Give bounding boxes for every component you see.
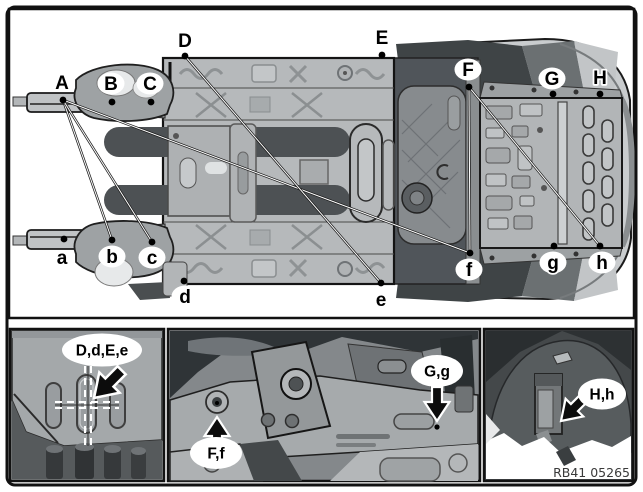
measuring-point-f-dot	[466, 249, 474, 257]
measuring-point-d-dot	[180, 277, 188, 285]
measuring-point-G-dot	[549, 90, 557, 98]
main-panel: A B C D E F G H a b c d e f g h	[7, 7, 636, 320]
point-label-oval-B	[97, 72, 125, 95]
point-label-g: g	[547, 253, 559, 274]
point-label-E: E	[376, 28, 389, 49]
point-label-oval-c	[138, 246, 166, 269]
measuring-point-g-dot	[550, 242, 558, 250]
measuring-point-a-dot	[60, 235, 68, 243]
measuring-point-c-dot	[148, 238, 156, 246]
car-underbody-illustration	[12, 37, 636, 302]
callout-oval-Gg	[411, 355, 463, 387]
point-label-oval-C	[136, 72, 164, 95]
measuring-point-Gg-dot	[434, 424, 440, 430]
point-label-b: b	[106, 247, 118, 268]
measuring-point-B-dot	[108, 98, 116, 106]
point-label-d: d	[179, 287, 191, 308]
point-label-oval-d	[171, 285, 199, 308]
measuring-point-E-dot	[378, 51, 386, 59]
measuring-point-b-dot	[108, 236, 116, 244]
measuring-point-h-dot	[596, 242, 604, 250]
point-label-e: e	[376, 290, 387, 311]
detail-right-art	[486, 331, 632, 479]
measurement-line-A-b-core	[62, 99, 113, 241]
point-label-F: F	[462, 60, 474, 81]
measuring-point-Ff-dot	[215, 401, 219, 405]
reference-code: RB41 05265	[553, 465, 630, 480]
measurement-line-A-c-core	[62, 99, 153, 243]
point-label-oval-f	[455, 258, 483, 281]
measurement-line-A-f-core	[62, 99, 471, 254]
point-label-c: c	[147, 248, 158, 269]
callout-label-Ff: F,f	[207, 446, 225, 463]
measuring-point-H-dot	[596, 90, 604, 98]
point-label-B: B	[104, 74, 118, 95]
point-label-oval-G	[538, 67, 566, 90]
measurement-line-D-e-core	[184, 55, 382, 284]
measuring-point-A-dot	[59, 96, 67, 104]
measuring-points	[59, 51, 604, 287]
measurement-lines	[61, 55, 601, 284]
point-label-oval-h	[588, 251, 616, 274]
measuring-point-e-dot	[377, 279, 385, 287]
detail-panel-left: D,d,E,e	[8, 327, 166, 483]
point-label-oval-b	[98, 245, 126, 268]
point-label-ovals	[97, 58, 616, 311]
callout-oval-Hh	[578, 378, 626, 410]
measuring-point-C-dot	[147, 98, 155, 106]
measuring-point-F-dot	[465, 83, 473, 91]
callout-oval-DdEe	[62, 333, 142, 367]
measuring-hole-crosshair	[55, 366, 119, 446]
point-label-oval-g	[539, 251, 567, 274]
point-label-D: D	[178, 31, 192, 52]
callout-label-Hh: H,h	[590, 387, 615, 404]
callout-label-Gg: G,g	[424, 364, 450, 381]
point-label-A: A	[55, 73, 69, 94]
arrow-down-left-icon	[92, 364, 128, 400]
point-label-oval-e	[367, 288, 395, 311]
detail-panel-middle: F,f G,g	[166, 327, 482, 483]
detail-panel-right: H,h RB41 05265	[482, 327, 635, 483]
measurement-line-F-f-core	[468, 86, 471, 254]
point-label-f: f	[466, 260, 473, 281]
detail-left-art	[11, 330, 163, 479]
point-label-H: H	[593, 68, 607, 89]
measuring-point-D-dot	[181, 52, 189, 60]
callout-label-DdEe: D,d,E,e	[76, 343, 129, 360]
point-labels: A B C D E F G H a b c d e f g h	[53, 26, 609, 313]
figure-outer-border	[5, 5, 638, 487]
point-label-G: G	[545, 69, 560, 90]
point-label-a: a	[57, 248, 68, 269]
point-label-h: h	[596, 253, 608, 274]
measurement-line-F-h-core	[468, 86, 601, 247]
callout-oval-Ff	[190, 437, 242, 469]
point-label-oval-F	[454, 58, 482, 81]
point-label-C: C	[143, 74, 157, 95]
